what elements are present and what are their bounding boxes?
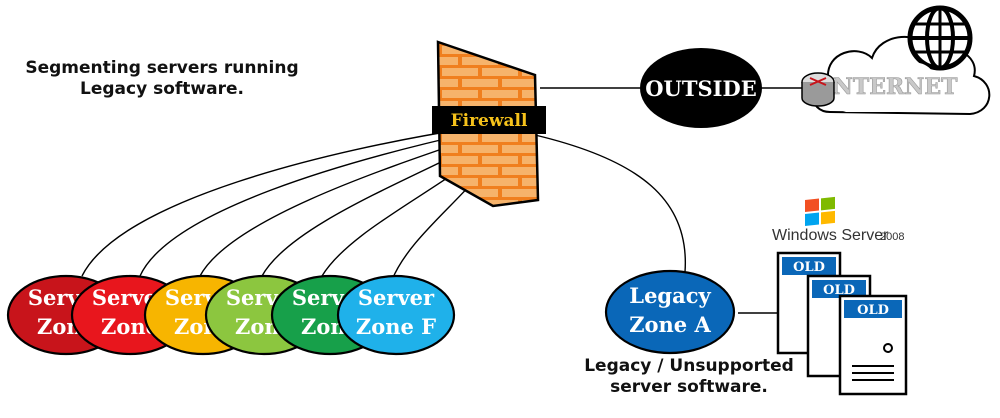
globe-icon <box>907 5 973 71</box>
link-zone-2 <box>139 131 476 277</box>
legacy-caption-line1: Legacy / Unsupported <box>584 356 794 376</box>
windows-version-text: 2008 <box>880 231 904 243</box>
legacy-caption: Legacy / Unsupported server software. <box>560 356 818 399</box>
legacy-zone-line1: Legacy <box>629 283 711 308</box>
zone-6-line2: Zone F <box>356 314 436 339</box>
legacy-zone-line2: Zone A <box>629 312 711 337</box>
page-title-line2: Legacy software. <box>80 79 244 100</box>
internet-node: INTERNET <box>801 5 991 116</box>
windows-logo-icon <box>805 196 835 226</box>
legacy-caption-line2: server software. <box>610 377 768 398</box>
outside-label: OUTSIDE <box>645 76 756 101</box>
old-server-1-label: OLD <box>793 260 825 275</box>
internet-label: INTERNET <box>822 74 958 100</box>
old-server-3: OLD <box>838 294 908 396</box>
firewall-label: Firewall <box>451 111 528 131</box>
legacy-zone-a: Legacy Zone A <box>604 269 736 355</box>
link-legacy-zone <box>534 134 686 273</box>
zone-6-line1: Server <box>358 285 435 310</box>
firewall: Firewall <box>432 40 546 208</box>
power-icon <box>883 343 893 353</box>
page-title-line1: Segmenting servers running <box>25 58 299 78</box>
server-zone-6: Server Zone F <box>336 274 456 356</box>
firewall-label-bg <box>432 106 546 134</box>
router-icon <box>801 72 835 107</box>
link-zone-3 <box>199 135 481 277</box>
old-server-3-label: OLD <box>857 303 889 318</box>
old-server-2-label: OLD <box>823 283 855 298</box>
link-zone-1 <box>81 127 471 277</box>
old-servers: OLD OLD OLD <box>776 251 908 396</box>
page-title: Segmenting servers running Legacy softwa… <box>12 58 312 101</box>
server-zones: Server Zone Server Zone Server Zone Serv… <box>6 274 456 356</box>
windows-server-brand: Windows Server 2008 <box>772 196 904 244</box>
windows-brand-text: Windows Server <box>772 227 889 244</box>
outside-node: OUTSIDE <box>640 48 762 128</box>
